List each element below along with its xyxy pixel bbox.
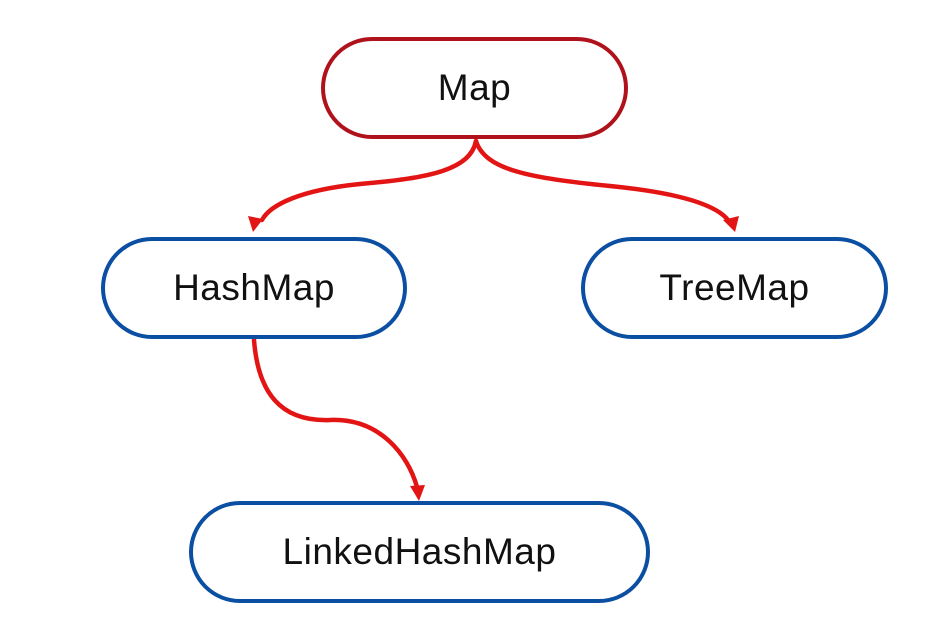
edge-map-to-treemap — [473, 138, 731, 223]
arrowhead-treemap — [723, 216, 739, 232]
node-hashmap: HashMap — [101, 237, 407, 339]
edge-map-to-hashmap — [259, 138, 479, 223]
node-linkedhashmap: LinkedHashMap — [189, 501, 650, 603]
node-map: Map — [321, 37, 628, 139]
node-treemap: TreeMap — [581, 237, 888, 339]
arrowhead-linkedhashmap — [410, 485, 425, 501]
node-treemap-label: TreeMap — [659, 267, 810, 308]
node-linkedhashmap-label: LinkedHashMap — [282, 531, 557, 572]
node-map-label: Map — [437, 67, 512, 108]
edge-hashmap-to-linkedhashmap — [251, 337, 420, 490]
arrowhead-hashmap — [248, 216, 263, 232]
node-hashmap-label: HashMap — [173, 267, 335, 308]
